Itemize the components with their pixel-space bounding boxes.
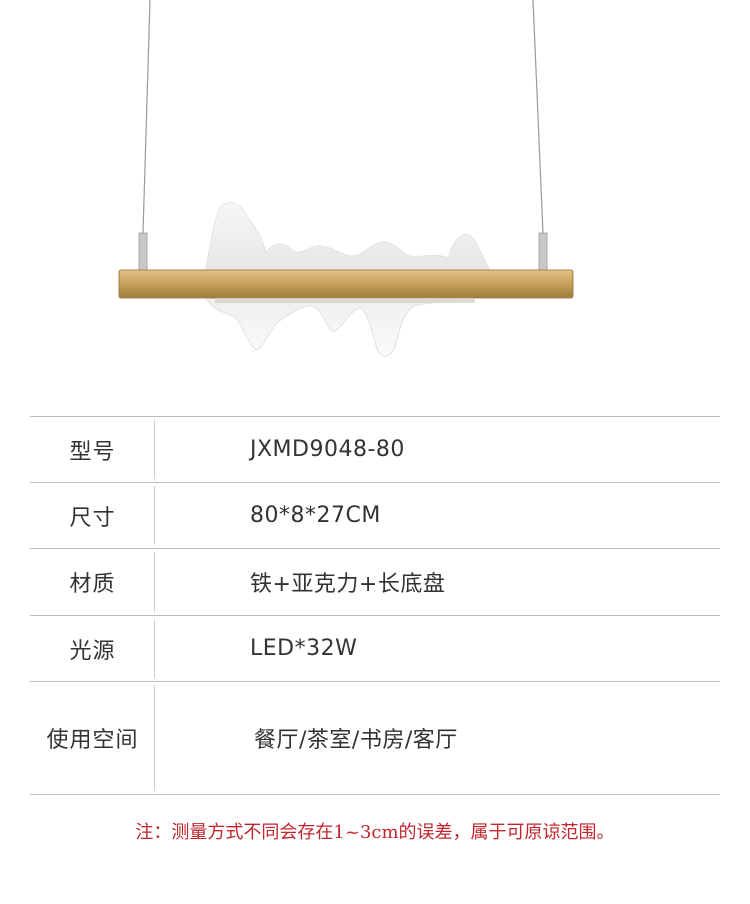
suspension-wire-left [142, 0, 151, 234]
pendant-lamp-illustration [118, 0, 574, 357]
suspension-wire-right [532, 0, 544, 234]
spec-row-size: 尺寸 80*8*27CM [30, 483, 720, 549]
column-divider [154, 619, 155, 678]
spec-label: 光源 [69, 638, 116, 664]
product-image [0, 0, 750, 400]
spec-label: 使用空间 [46, 728, 139, 753]
spec-row-material: 材质 铁+亚克力+长底盘 [30, 549, 720, 616]
spec-label: 型号 [69, 439, 116, 465]
column-divider [154, 486, 155, 545]
spec-value: 铁+亚克力+长底盘 [250, 572, 446, 597]
wire-clamp-right [538, 232, 548, 272]
spec-value: LED*32W [250, 636, 358, 661]
column-divider [154, 685, 155, 791]
spec-row-usage-space: 使用空间 餐厅/茶室/书房/客厅 [30, 682, 720, 795]
column-divider [154, 420, 155, 479]
measurement-disclaimer: 注：测量方式不同会存在1~3cm的误差，属于可原谅范围。 [135, 822, 615, 843]
spec-row-light-source: 光源 LED*32W [30, 616, 720, 682]
spec-label: 材质 [69, 572, 116, 597]
spec-label: 尺寸 [69, 505, 116, 531]
spec-value: 80*8*27CM [250, 503, 381, 528]
spec-table: 型号 JXMD9048-80 尺寸 80*8*27CM 材质 铁+亚克力+长底盘… [30, 416, 720, 795]
wire-clamp-left [138, 232, 148, 272]
spec-value: JXMD9048-80 [250, 437, 405, 462]
column-divider [154, 552, 155, 612]
spec-value: 餐厅/茶室/书房/客厅 [254, 728, 458, 753]
acrylic-mountain-top [204, 202, 491, 272]
spec-row-model: 型号 JXMD9048-80 [30, 417, 720, 483]
acrylic-mountain-bottom [205, 297, 453, 357]
